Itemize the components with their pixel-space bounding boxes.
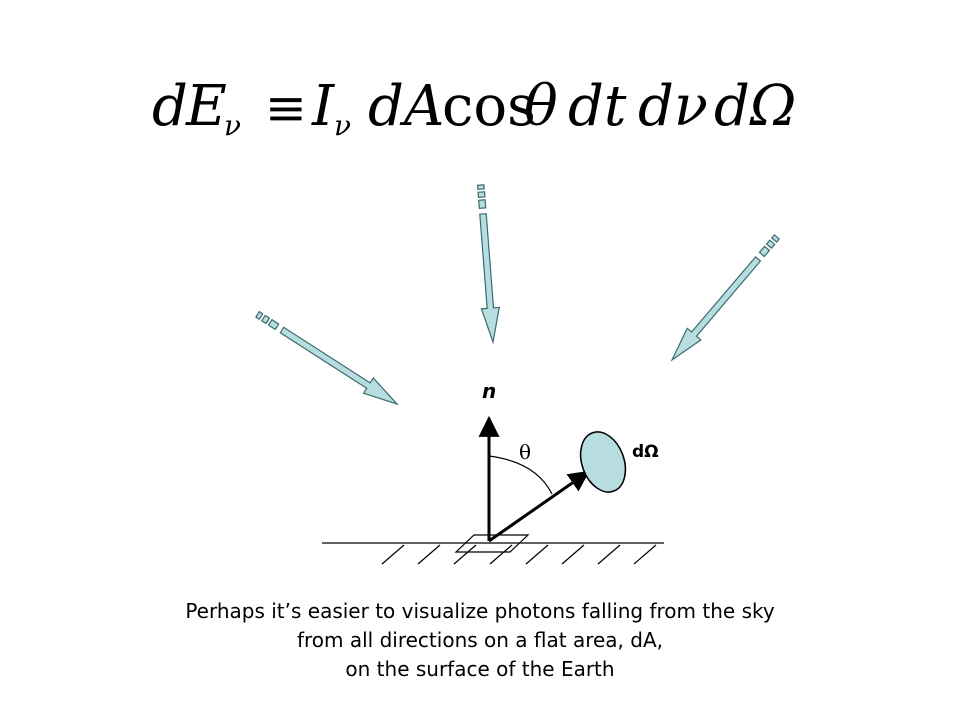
eq-equiv: ≡ (265, 79, 307, 137)
eq-d-omega: dΩ (714, 74, 796, 139)
angle-label: θ (519, 440, 531, 464)
ray-tail-segment (260, 314, 271, 325)
ground-hatching (381, 544, 657, 565)
ray-tail-segment (477, 191, 486, 198)
caption-line-1: Perhaps it’s easier to visualize photons… (185, 599, 775, 623)
ray-tail-segment (765, 239, 776, 249)
eq-dA: dA (368, 74, 444, 139)
photon-ray-right (670, 233, 781, 362)
ray-tail-segment (770, 233, 781, 243)
caption-line-3: on the surface of the Earth (345, 657, 615, 681)
eq-lhs-E: E (185, 74, 227, 139)
eq-lhs-sub: ν (224, 109, 241, 142)
direction-vector (488, 470, 590, 543)
ground-surface (322, 534, 664, 565)
eq-d-nu: dν (638, 74, 708, 139)
ray-tail-segment (267, 318, 280, 331)
ray-tail-segment (478, 199, 487, 209)
eq-I-sub: ν (334, 109, 351, 142)
ray-arrow-body (279, 326, 399, 406)
eq-I: I (311, 74, 336, 139)
solid-angle-ellipse (579, 431, 627, 493)
ray-arrow-body (670, 256, 762, 362)
photon-ray-center (476, 184, 501, 345)
ray-tail-segment (255, 310, 264, 321)
caption-line-2: from all directions on a flat area, dA, (296, 628, 664, 652)
ray-tail-segment (476, 184, 485, 190)
normal-label: n (482, 379, 496, 403)
eq-cos: cos (442, 74, 536, 139)
area-element-dA (454, 534, 530, 553)
eq-theta: θ (524, 74, 558, 139)
ray-tail-segment (758, 245, 771, 258)
eq-lhs-d: d (152, 74, 188, 139)
eq-dt: dt (568, 74, 627, 139)
photon-ray-left (255, 310, 399, 406)
radiation-equation: d E ν ≡ I ν dA cos θ dt dν dΩ (152, 74, 796, 142)
ray-arrow-body (479, 213, 501, 345)
solid-angle-label: dΩ (632, 442, 659, 462)
angle-arc (488, 455, 553, 495)
